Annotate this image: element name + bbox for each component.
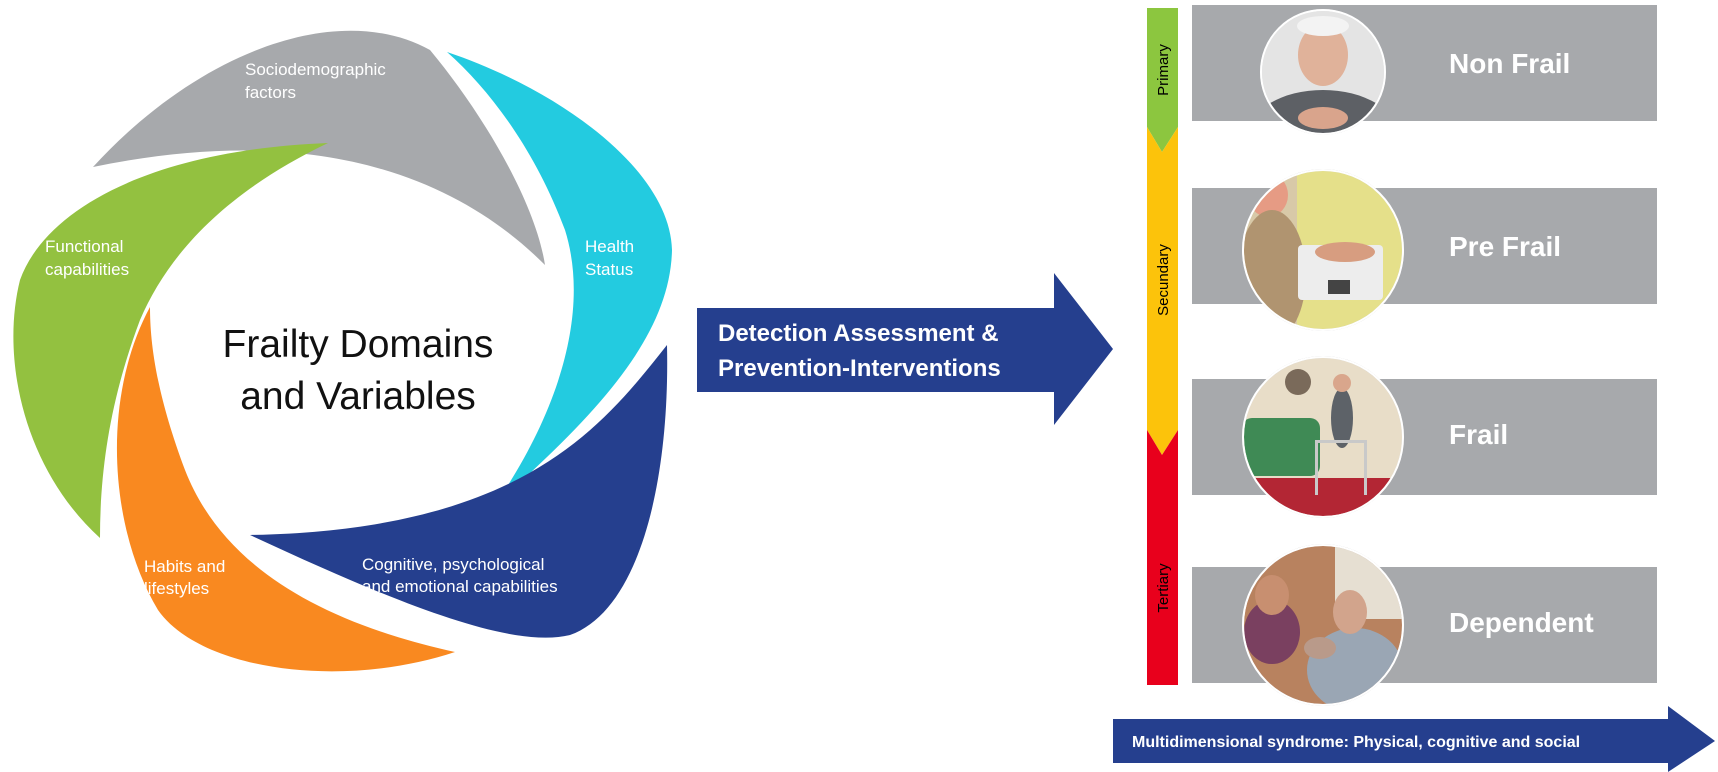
frailty-cycle: Sociodemographic factors Health Status C… (13, 30, 672, 672)
stage-label-pre-frail: Pre Frail (1449, 231, 1561, 262)
prevention-level-bar: Primary Secundary Tertiary (1147, 8, 1178, 685)
domain-habits-line1: Habits and (144, 557, 225, 576)
petal-functional (13, 143, 328, 538)
domain-health-line1: Health (585, 237, 634, 256)
cycle-title-line2: and Variables (240, 375, 476, 418)
detection-arrow-line1: Detection Assessment & (718, 320, 999, 347)
stage-label-frail: Frail (1449, 419, 1508, 450)
prevention-tertiary-segment (1147, 430, 1178, 685)
detection-arrow-shape (697, 273, 1113, 425)
caregiver-assisting-photo (1242, 544, 1404, 706)
domain-functional-line1: Functional (45, 237, 123, 256)
domain-sociodemographic-line2: factors (245, 83, 296, 102)
petal-cognitive (250, 345, 668, 638)
petal-health (447, 52, 672, 505)
detection-arrow: Detection Assessment & Prevention-Interv… (697, 273, 1113, 425)
cycle-title-line1: Frailty Domains (223, 323, 494, 366)
domain-functional-line2: capabilities (45, 260, 129, 279)
prevention-tertiary-label: Tertiary (1155, 563, 1172, 613)
domain-health-line2: Status (585, 260, 633, 279)
prevention-primary-segment (1147, 8, 1178, 152)
prevention-secondary-segment (1147, 127, 1178, 455)
petal-sociodemographic (93, 30, 545, 265)
multidimensional-arrow-label: Multidimensional syndrome: Physical, cog… (1132, 734, 1580, 751)
stage-row-dependent: Dependent (1192, 544, 1657, 706)
stage-row-non-frail: Non Frail (1192, 5, 1657, 135)
walker-user-photo (1242, 356, 1404, 518)
stage-row-frail: Frail (1192, 356, 1657, 518)
multidimensional-arrow: Multidimensional syndrome: Physical, cog… (1113, 706, 1715, 772)
domain-cognitive-line2: and emotional capabilities (362, 577, 558, 596)
detection-arrow-line2: Prevention-Interventions (718, 355, 1001, 382)
domain-sociodemographic-line1: Sociodemographic (245, 60, 386, 79)
domain-habits-line2: lifestyles (144, 579, 209, 598)
stage-row-pre-frail: Pre Frail (1192, 169, 1657, 331)
domain-cognitive-line1: Cognitive, psychological (362, 555, 544, 574)
frailty-stages: Non Frail Pre Frail (1192, 5, 1657, 706)
multidimensional-arrow-shape (1113, 706, 1715, 772)
petal-habits (116, 307, 456, 672)
elderly-smiling-man-photo (1260, 9, 1386, 135)
stage-label-non-frail: Non Frail (1449, 48, 1570, 79)
prevention-primary-label: Primary (1155, 44, 1172, 96)
prevention-secondary-label: Secundary (1155, 244, 1172, 316)
stage-label-dependent: Dependent (1449, 607, 1594, 638)
